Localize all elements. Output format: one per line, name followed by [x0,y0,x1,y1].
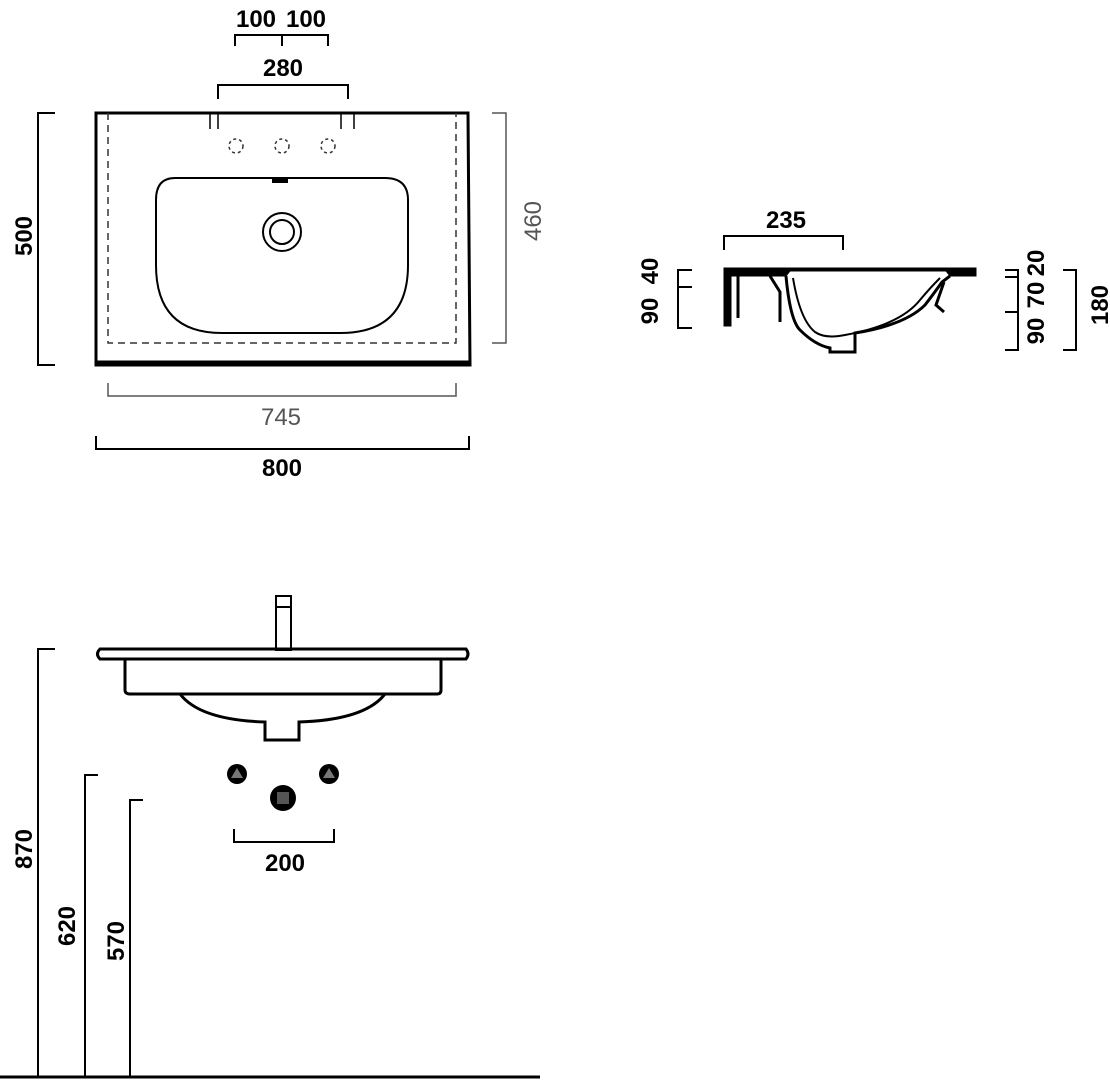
plan-outline [94,111,472,367]
dim-tap-spacing-right: 100 [286,6,326,33]
supply-valve-right-mark [323,768,335,778]
front-elevation: 200 870 620 570 [0,595,540,1079]
dim-line-width-inner [107,383,457,397]
dim-line-tap-spacing [234,34,329,46]
section-front-apron [736,275,782,322]
drain-inner-icon [269,219,295,245]
plan-support-outline [107,113,457,344]
elevation-bowl [178,693,387,742]
dim-depth-outer: 500 [11,216,38,256]
dim-floor-to-waste: 570 [103,921,130,961]
dim-width-inner: 745 [261,404,301,431]
section-bowl-outer [784,274,951,354]
dim-right-bottom: 90 [1023,318,1050,345]
section-bowl-inner [792,277,941,338]
dim-floor-to-rim: 870 [11,829,38,869]
dim-line-width-outer [95,436,470,450]
drain-outer-icon [262,212,302,252]
dim-bowl-offset: 235 [766,207,806,234]
tap-hole-center-icon [274,138,290,154]
dim-line-tap-span [217,84,349,99]
plan-view: 100 100 280 500 460 745 800 [11,6,547,482]
dim-floor-to-supply: 620 [54,906,81,946]
dim-left-bottom: 90 [637,298,664,325]
dim-line-right-height [1005,269,1019,351]
section-view: 235 40 90 20 70 90 180 [637,207,1110,354]
dim-line-depth-outer [37,112,55,366]
dim-tap-spacing-left: 100 [236,6,276,33]
dim-width-outer: 800 [262,455,302,482]
dim-line-bowl-offset [723,235,844,250]
dim-line-total-height [1063,269,1077,351]
dim-tap-span: 280 [263,55,303,82]
dim-line-supply-spacing [233,829,335,843]
faucet-spout [275,595,292,651]
elevation-rim [96,647,470,661]
dim-depth-inner: 460 [520,201,547,241]
section-back-apron [934,281,946,314]
dim-right-top: 20 [1023,250,1050,277]
dim-left-top: 40 [637,258,664,285]
dim-line-floor-to-waste [129,799,143,1077]
elevation-apron [123,660,443,696]
dim-line-floor-to-rim [37,648,55,1077]
dim-line-floor-to-supply [84,774,98,1077]
dim-supply-spacing: 200 [265,850,305,877]
tap-hole-right-icon [320,138,336,154]
waste-outlet-mark [277,792,289,804]
dim-total-height: 180 [1087,285,1110,325]
overflow-slot [272,177,288,183]
tap-hole-left-icon [228,138,244,154]
dim-line-depth-inner [492,112,507,344]
section-rim [723,267,977,277]
section-front-leg [723,267,732,327]
plan-bowl [155,177,409,334]
supply-valve-left-mark [231,768,243,778]
dim-line-left-height [677,269,692,329]
dim-right-mid: 70 [1023,282,1050,309]
